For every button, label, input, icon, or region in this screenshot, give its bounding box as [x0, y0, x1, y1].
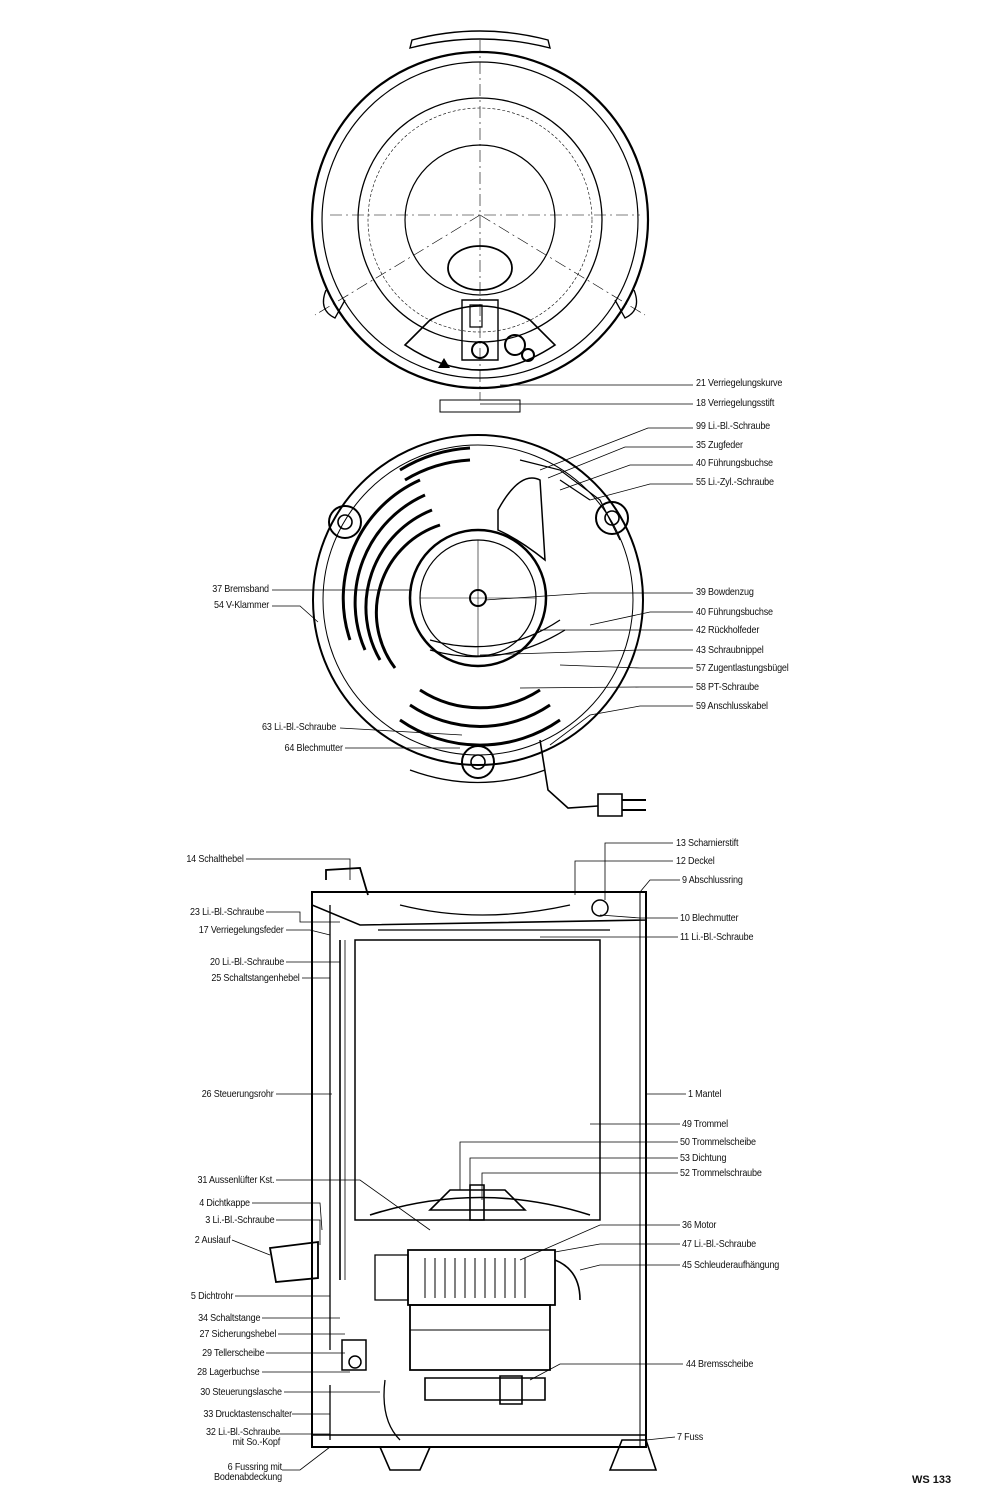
label-57-zugentlastungsbuegel: 57 Zugentlastungsbügel [696, 662, 789, 674]
label-10-blechmutter: 10 Blechmutter [680, 912, 739, 924]
label-6-fussring-bodenabdeckung: 6 Fussring mit Bodenabdeckung [214, 1461, 282, 1483]
label-49-trommel: 49 Trommel [682, 1118, 728, 1130]
label-43-schraubnippel: 43 Schraubnippel [696, 644, 764, 656]
label-23-li-bl-schraube: 23 Li.-Bl.-Schraube [189, 906, 264, 918]
drawing-code: WS 133 [912, 1474, 952, 1486]
label-47-li-bl-schraube: 47 Li.-Bl.-Schraube [682, 1238, 757, 1250]
label-27-sicherungshebel: 27 Sicherungshebel [199, 1328, 276, 1340]
label-12-deckel: 12 Deckel [676, 855, 715, 867]
label-3-li-bl-schraube: 3 Li.-Bl.-Schraube [204, 1214, 274, 1226]
label-40-fuehrungsbuchse: 40 Führungsbuchse [696, 606, 773, 618]
label-64-blechmutter: 64 Blechmutter [284, 742, 344, 754]
label-5-dichtrohr: 5 Dichtrohr [190, 1290, 233, 1302]
label-54-v-klammer: 54 V-Klammer [213, 599, 269, 611]
label-26-steuerungsrohr: 26 Steuerungsrohr [202, 1088, 274, 1100]
label-28-lagerbuchse: 28 Lagerbuchse [197, 1366, 261, 1378]
label-34-schaltstange: 34 Schaltstange [197, 1312, 260, 1324]
label-45-schleuderaufhaengung: 45 Schleuderaufhängung [682, 1259, 780, 1271]
label-31-aussenluefter: 31 Aussenlüfter Kst. [197, 1174, 274, 1186]
base-top-view [313, 435, 646, 816]
label-9-abschlussring: 9 Abschlussring [682, 874, 743, 886]
lid-top-view [312, 31, 648, 412]
label-14-schalthebel: 14 Schalthebel [186, 853, 245, 865]
label-29-tellerscheibe: 29 Tellerscheibe [201, 1347, 265, 1359]
label-18-verriegelungsstift: 18 Verriegelungsstift [696, 397, 775, 409]
label-37-bremsband: 37 Bremsband [212, 583, 269, 595]
label-63-li-bl-schraube: 63 Li.-Bl.-Schraube [261, 721, 336, 733]
label-40-fuehrungsbuchse-top: 40 Führungsbuchse [696, 457, 773, 469]
label-36-motor: 36 Motor [682, 1219, 717, 1231]
label-99-li-bl-schraube: 99 Li.-Bl.-Schraube [696, 420, 771, 432]
label-20-li-bl-schraube: 20 Li.-Bl.-Schraube [209, 956, 284, 968]
label-30-steuerungslasche: 30 Steuerungslasche [200, 1386, 282, 1398]
side-section-view [270, 868, 656, 1470]
label-11-li-bl-schraube: 11 Li.-Bl.-Schraube [680, 931, 754, 943]
label-53-dichtung: 53 Dichtung [680, 1152, 727, 1164]
label-59-anschlusskabel: 59 Anschlusskabel [696, 700, 768, 712]
label-42-rueckholfeder: 42 Rückholfeder [696, 624, 760, 636]
label-25-schaltstangenhebel: 25 Schaltstangenhebel [211, 972, 300, 984]
label-21-verriegelungskurve: 21 Verriegelungskurve [696, 377, 783, 389]
label-2-auslauf: 2 Auslauf [194, 1234, 230, 1246]
label-44-bremsscheibe: 44 Bremsscheibe [686, 1358, 754, 1370]
label-35-zugfeder: 35 Zugfeder [696, 439, 743, 451]
label-39-bowdenzug: 39 Bowdenzug [696, 586, 754, 598]
label-32-li-bl-schraube-so-kopf: 32 Li.-Bl.-Schraube mit So.-Kopf [205, 1426, 280, 1448]
label-52-trommelschraube: 52 Trommelschraube [680, 1167, 762, 1179]
label-13-scharnierstift: 13 Scharnierstift [676, 837, 739, 849]
label-17-verriegelungsfeder: 17 Verriegelungsfeder [199, 924, 284, 936]
label-1-mantel: 1 Mantel [688, 1088, 722, 1100]
label-33-drucktastenschalter: 33 Drucktastenschalter [203, 1408, 292, 1420]
label-55-li-zyl-schraube: 55 Li.-Zyl.-Schraube [696, 476, 774, 488]
label-58-pt-schraube: 58 PT-Schraube [696, 681, 759, 693]
leader-lines [232, 385, 693, 1470]
label-50-trommelscheibe: 50 Trommelscheibe [680, 1136, 756, 1148]
label-4-dichtkappe: 4 Dichtkappe [199, 1197, 250, 1209]
label-7-fuss: 7 Fuss [677, 1431, 704, 1443]
